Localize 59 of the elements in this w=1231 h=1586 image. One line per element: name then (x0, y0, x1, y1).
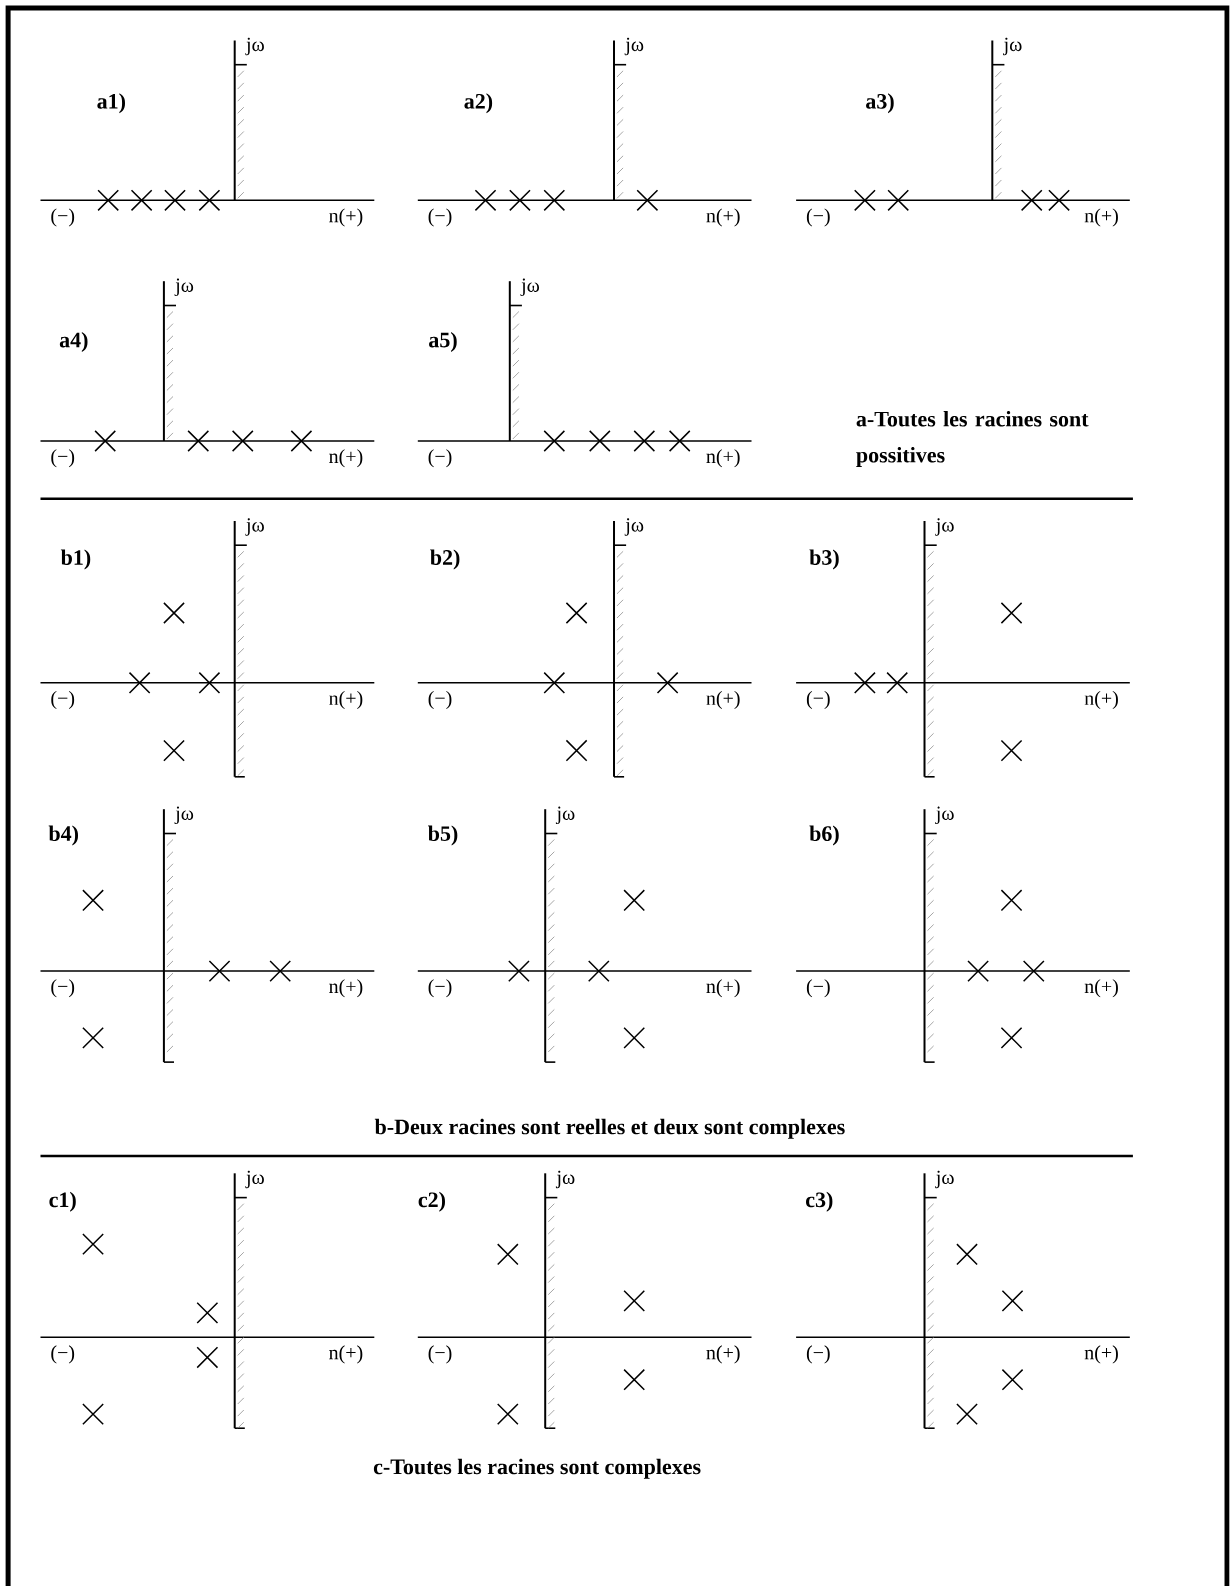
axis-label: n(+) (1084, 208, 1118, 227)
axis-label: jω (174, 278, 194, 297)
panel-label: b4) (48, 825, 78, 846)
axis-label: (−) (806, 208, 830, 227)
axis-label: (−) (428, 979, 452, 998)
axis-label: (−) (51, 1345, 75, 1364)
axis-label: jω (624, 518, 644, 536)
axis-label: jω (935, 518, 954, 536)
axis-label: n(+) (329, 208, 363, 227)
panel-label: b1) (60, 549, 91, 570)
axis-label: jω (555, 806, 575, 825)
axis-label: jω (245, 37, 264, 56)
axis-label: (−) (51, 449, 75, 468)
axis-label: (−) (806, 979, 830, 998)
axis-label: (−) (428, 449, 452, 468)
axis-label: n(+) (706, 208, 740, 227)
panel-label: a5) (429, 331, 457, 352)
axis-label: (−) (51, 208, 75, 227)
axis-label: n(+) (329, 979, 363, 998)
axis-label: jω (520, 278, 540, 297)
axis-label: n(+) (706, 1345, 740, 1364)
axis-label: (−) (428, 1345, 452, 1364)
panel-label: a2) (464, 93, 493, 114)
axis-label: jω (245, 1170, 264, 1189)
axis-label: n(+) (1084, 1345, 1118, 1364)
axis-label: jω (624, 37, 644, 56)
axis-label: (−) (806, 1345, 830, 1364)
axis-label: n(+) (1084, 690, 1118, 710)
panel-label: b2) (430, 549, 460, 570)
axis-label: jω (935, 806, 954, 825)
caption: c-Toutes les racines sont complexes (373, 1458, 701, 1479)
axis-label: (−) (51, 979, 75, 998)
axis-label: n(+) (329, 690, 363, 710)
panel-label: c3) (806, 1191, 833, 1212)
axis-label: jω (245, 518, 264, 536)
caption: a-Toutes les racines sont possitives (856, 411, 1089, 467)
axis-label: jω (174, 806, 194, 825)
axis-label: (−) (51, 690, 75, 710)
caption: b-Deux racines sont reelles et deux sont complexes (374, 1118, 845, 1139)
axis-label: n(+) (706, 449, 740, 468)
axis-label: n(+) (706, 690, 740, 710)
axis-label: n(+) (329, 1345, 363, 1364)
panel-label: a4) (59, 331, 88, 352)
axis-label: n(+) (329, 449, 363, 468)
panel-label: a3) (866, 93, 894, 114)
axis-label: n(+) (706, 979, 740, 998)
panel-label: a1) (97, 93, 125, 114)
panel-label: b6) (809, 825, 839, 846)
axis-label: jω (555, 1170, 575, 1189)
axis-label: (−) (806, 690, 830, 710)
axis-label: (−) (428, 208, 452, 227)
axis-label: jω (1003, 37, 1022, 56)
panel-label: c1) (49, 1191, 76, 1212)
panel-label: b3) (809, 549, 839, 570)
axis-label: n(+) (1084, 979, 1118, 998)
axis-label: jω (935, 1170, 954, 1189)
panel-label: b5) (428, 825, 458, 846)
axis-label: (−) (428, 690, 452, 710)
panel-label: c2) (418, 1191, 445, 1212)
